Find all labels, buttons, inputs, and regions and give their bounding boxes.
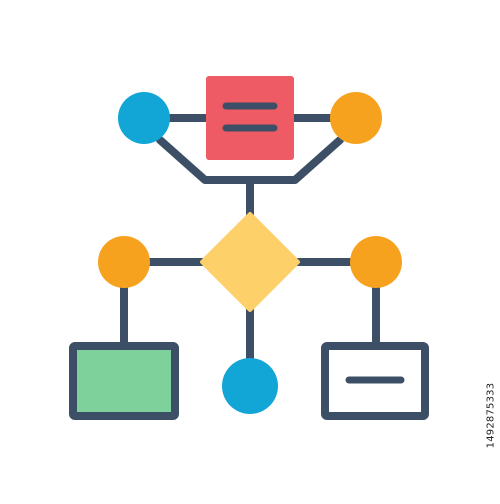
stock-id-watermark: 1492875333 [484, 330, 498, 500]
top-process-box [206, 76, 294, 160]
top-left-blue-circle [118, 92, 170, 144]
middle-right-orange-circle [350, 236, 402, 288]
bottom-blue-circle [222, 358, 278, 414]
top-right-orange-circle [330, 92, 382, 144]
stock-id-text: 1492875333 [485, 382, 497, 448]
decision-diamond [200, 212, 300, 312]
bottom-right-white-box [321, 342, 429, 420]
bottom-left-green-box [69, 342, 179, 420]
middle-left-orange-circle [98, 236, 150, 288]
